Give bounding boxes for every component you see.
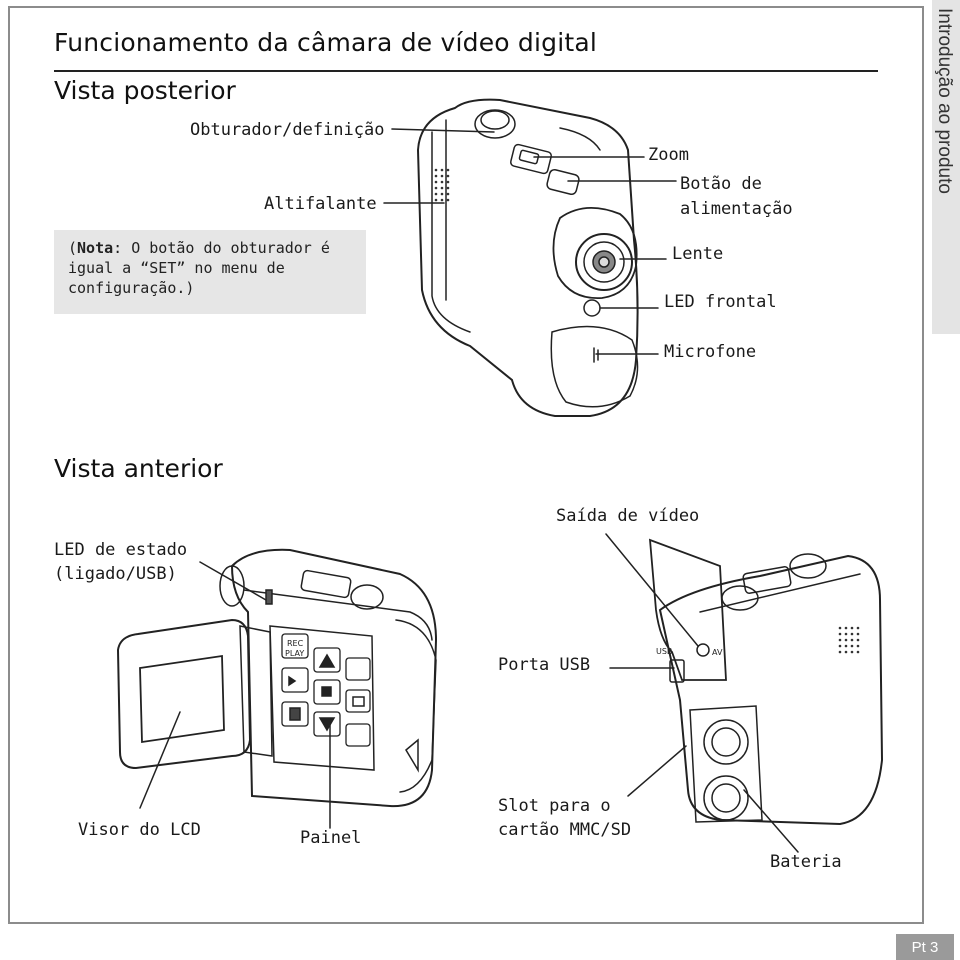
label-front-led: LED frontal xyxy=(664,292,777,312)
title-divider xyxy=(54,70,878,72)
label-status-led-line1: LED de estado xyxy=(54,540,188,560)
label-shutter: Obturador/definição xyxy=(190,120,385,140)
section-side-tab: Introdução ao produto xyxy=(932,0,960,334)
page-frame xyxy=(8,6,924,924)
label-lcd: Visor do LCD xyxy=(78,820,201,840)
device-av-mark: AV xyxy=(712,648,723,657)
rear-view-heading: Vista posterior xyxy=(54,76,236,105)
front-view-heading: Vista anterior xyxy=(54,454,223,483)
device-usb-mark: USB xyxy=(656,647,672,656)
rear-camera-illustration xyxy=(383,98,677,417)
label-zoom: Zoom xyxy=(648,145,689,165)
label-lens: Lente xyxy=(672,244,724,264)
label-usb-port: Porta USB xyxy=(498,655,591,675)
label-power-line1: Botão de xyxy=(680,174,762,194)
label-microphone: Microfone xyxy=(664,342,757,362)
page-number-badge: Pt 3 xyxy=(896,934,954,960)
label-speaker: Altifalante xyxy=(264,194,377,214)
label-status-led-line2: (ligado/USB) xyxy=(54,564,177,584)
note-bold: Nota xyxy=(77,239,114,257)
note-line-1-text: : O botão do obturador é xyxy=(113,239,330,257)
label-card-slot-line2: cartão MMC/SD xyxy=(498,820,632,840)
shutter-note: (Nota: O botão do obturador é igual a “S… xyxy=(54,230,366,314)
page-title: Funcionamento da câmara de vídeo digital xyxy=(54,28,598,57)
note-line-2: igual a “SET” no menu de xyxy=(68,259,285,277)
label-video-out: Saída de vídeo xyxy=(556,506,700,526)
front-camera-ports-illustration xyxy=(605,533,884,853)
label-card-slot-line1: Slot para o xyxy=(498,796,611,816)
label-battery: Bateria xyxy=(770,852,842,872)
note-line-1: (Nota: O botão do obturador é xyxy=(68,239,330,257)
front-camera-open-illustration xyxy=(116,548,438,829)
page-number: Pt 3 xyxy=(911,938,939,956)
label-panel: Painel xyxy=(300,828,362,848)
device-play-mark: PLAY xyxy=(285,649,304,658)
label-power-line2: alimentação xyxy=(680,199,793,219)
note-line-3: configuração.) xyxy=(68,279,195,297)
device-rec-mark: REC xyxy=(287,639,304,648)
